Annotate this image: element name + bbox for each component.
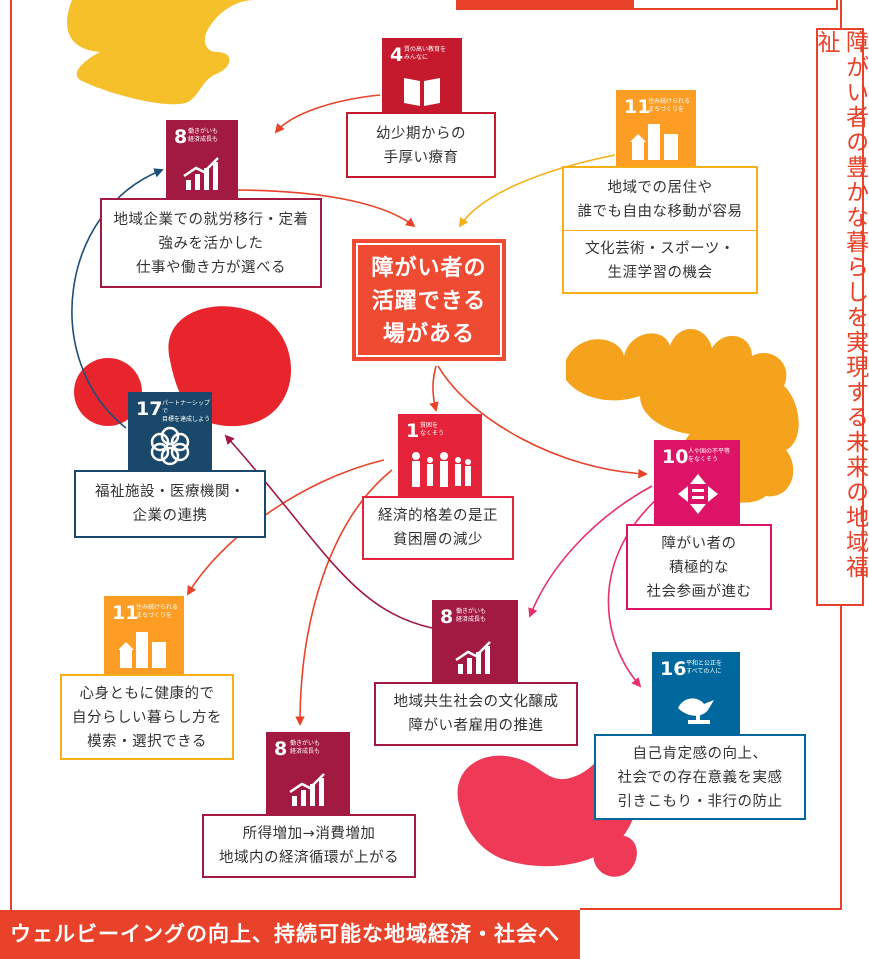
sdg8-outcome-box: 地域企業での就労移行・定着 強みを活かした 仕事や働き方が選べる bbox=[100, 198, 322, 288]
goal-caption: パートナーシップで 目標を達成しよう bbox=[162, 400, 211, 423]
goal-number: 4 bbox=[390, 44, 404, 66]
goal-caption: 平和と公正を すべての人に bbox=[686, 660, 723, 675]
book-icon bbox=[404, 78, 440, 106]
partnership-ring-icon bbox=[150, 426, 190, 466]
sdg10-goal-tile: 10 人や国の不平等 をなくそう bbox=[654, 440, 740, 526]
city-icon bbox=[630, 124, 678, 160]
red-blob-shape bbox=[74, 358, 142, 426]
goal-number: 8 bbox=[440, 606, 454, 628]
top-banner-remnant-fill bbox=[456, 0, 634, 8]
sdg16-goal-tile: 16 平和と公正を すべての人に bbox=[652, 652, 740, 738]
frame-bottom-border bbox=[580, 908, 842, 910]
sdg8-goal-tile: 8 働きがいも 経済成長も bbox=[166, 120, 238, 200]
goal-caption: 人や国の不平等 をなくそう bbox=[688, 448, 731, 463]
arrow-sdg17-to-sdg8 bbox=[71, 168, 164, 429]
arrow-sdg4-to-sdg8 bbox=[274, 94, 381, 134]
goal-caption: 貧困を なくそう bbox=[420, 422, 445, 437]
sdg8-outcome-box: 地域共生社会の文化醸成 障がい者雇用の推進 bbox=[374, 682, 578, 746]
sdg11-outcome-box: 心身ともに健康的で 自分らしい暮らし方を 模索・選択できる bbox=[60, 674, 234, 760]
goal-number: 16 bbox=[660, 658, 687, 680]
footer-banner: ウェルビーイングの向上、持続可能な地域経済・社会へ bbox=[0, 910, 580, 959]
goal-caption: 住み続けられる まちづくりを bbox=[648, 98, 691, 113]
sdg11-goal-tile: 11 住み続けられる まちづくりを bbox=[104, 596, 184, 676]
growth-chart-icon bbox=[289, 773, 325, 806]
goal-number: 11 bbox=[112, 602, 139, 624]
goal-caption: 働きがいも 経済成長も bbox=[188, 128, 219, 143]
goal-number: 11 bbox=[624, 96, 651, 118]
side-title: 障がい者の豊かな暮らしを実現する未来の地域福祉 bbox=[813, 28, 868, 606]
arrow-sdg10-to-sdg8 bbox=[528, 485, 653, 618]
goal-caption: 働きがいも 経済成長も bbox=[456, 608, 487, 623]
arrow-sdg1-to-sdg8-bottom bbox=[295, 469, 393, 726]
goal-number: 17 bbox=[136, 398, 163, 420]
arrow-sdg11-to-center bbox=[458, 154, 616, 228]
sdg4-outcome-box: 幼少期からの 手厚い療育 bbox=[346, 112, 496, 178]
goal-caption: 住み続けられる まちづくりを bbox=[136, 604, 179, 619]
pink-blob-shape bbox=[457, 749, 638, 867]
sdg8-goal-tile: 8 働きがいも 経済成長も bbox=[266, 732, 350, 816]
center-node: 障がい者の 活躍できる 場がある bbox=[352, 239, 506, 361]
yellow-hand-shape bbox=[566, 328, 799, 503]
sdg4-goal-tile: 4 質の高い教育を みんなに bbox=[382, 38, 462, 118]
sdg8-outcome-box: 所得増加→消費増加 地域内の経済循環が上がる bbox=[202, 814, 416, 878]
goal-number: 1 bbox=[406, 420, 420, 442]
sdg10-outcome-box: 障がい者の 積極的な 社会参画が進む bbox=[626, 524, 772, 610]
sdg11-outcome-box-2: 文化芸術・スポーツ・ 生涯学習の機会 bbox=[562, 230, 758, 294]
growth-chart-icon bbox=[455, 641, 491, 674]
sdg11-outcome-box-1: 地域での居住や 誰でも自由な移動が容易 bbox=[562, 166, 758, 232]
sdg8-goal-tile: 8 働きがいも 経済成長も bbox=[432, 600, 518, 686]
arrow-sdg10-to-sdg16 bbox=[607, 497, 659, 688]
arrow-sdg1-to-sdg11 bbox=[187, 459, 385, 596]
pink-blob-shape bbox=[593, 834, 637, 877]
family-icon bbox=[412, 452, 471, 487]
goal-number: 8 bbox=[174, 126, 188, 148]
sdg11-goal-tile: 11 住み続けられる まちづくりを bbox=[616, 90, 696, 168]
sdg17-goal-tile: 17 パートナーシップで 目標を達成しよう bbox=[128, 392, 212, 476]
dove-gavel-icon bbox=[678, 698, 714, 724]
sdg1-outcome-box: 経済的格差の是正 貧困層の減少 bbox=[362, 496, 514, 560]
arrow-center-to-sdg10 bbox=[437, 365, 648, 479]
sdg1-goal-tile: 1 貧困を なくそう bbox=[398, 414, 482, 498]
sdg17-outcome-box: 福祉施設・医療機関・ 企業の連携 bbox=[74, 470, 266, 538]
frame-left-border bbox=[10, 0, 12, 912]
goal-number: 10 bbox=[662, 446, 689, 468]
yellow-bird-shape bbox=[67, 0, 254, 105]
city-icon bbox=[118, 632, 166, 668]
arrow-center-to-sdg1 bbox=[429, 365, 439, 412]
goal-caption: 質の高い教育を みんなに bbox=[404, 46, 447, 61]
equality-arrows-icon bbox=[678, 474, 718, 514]
goal-number: 8 bbox=[274, 738, 288, 760]
growth-chart-icon bbox=[183, 157, 219, 190]
goal-caption: 働きがいも 経済成長も bbox=[290, 740, 321, 755]
sdg16-outcome-box: 自己肯定感の向上、 社会での存在意義を実感 引きこもり・非行の防止 bbox=[594, 734, 806, 820]
arrow-sdg8-to-center bbox=[231, 189, 416, 228]
